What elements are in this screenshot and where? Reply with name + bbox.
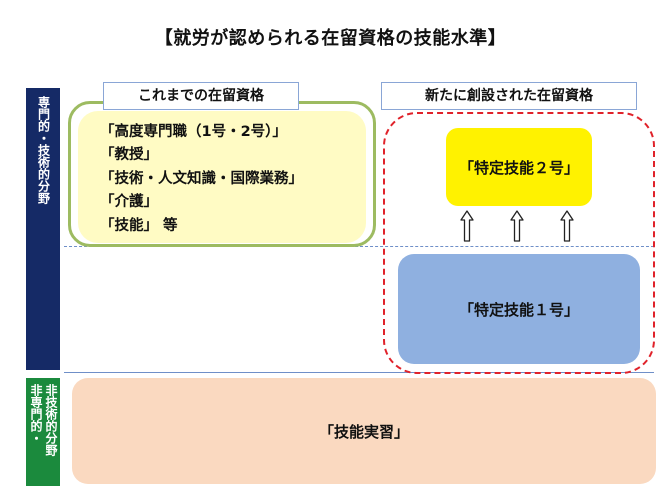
non-professional-field-label-line2: 非技術的分野 xyxy=(44,384,58,456)
up-arrow-icon xyxy=(510,210,524,242)
specified-skilled-worker-1-box: 「特定技能１号」 xyxy=(398,254,640,364)
up-arrow-icon xyxy=(560,210,574,242)
diagram-title: 【就労が認められる在留資格の技能水準】 xyxy=(154,28,507,49)
existing-status-item: 「技能」 等 xyxy=(100,217,178,234)
non-professional-field-band xyxy=(26,378,60,486)
specified-skilled-worker-2-label: 「特定技能２号」 xyxy=(458,158,579,177)
up-arrow-icon xyxy=(460,210,474,242)
technical-intern-training-label: 「技能実習」 xyxy=(318,422,409,441)
specified-skilled-worker-2-box: 「特定技能２号」 xyxy=(446,128,592,206)
existing-status-item: 「教授」 xyxy=(100,147,158,164)
existing-status-item: 「高度専門職（1号・2号）」 xyxy=(100,124,287,140)
non-professional-field-label-line1: 非専門的・ xyxy=(29,384,43,444)
professional-field-label: 専門的・技術的分野 xyxy=(36,96,51,204)
existing-status-heading: これまでの在留資格 xyxy=(103,82,299,110)
professional-field-label-wrap: 専門的・技術的分野 xyxy=(26,96,60,366)
existing-status-box xyxy=(78,111,366,243)
non-professional-field-label-wrap: 非専門的・ 非技術的分野 xyxy=(26,384,60,484)
specified-skilled-worker-1-label: 「特定技能１号」 xyxy=(458,300,579,319)
professional-field-band xyxy=(26,88,60,370)
existing-status-item: 「技術・人文知識・国際業務」 xyxy=(100,170,303,187)
new-status-dashed-frame xyxy=(383,112,655,374)
professional-threshold-dashed-line xyxy=(64,246,654,247)
existing-status-item: 「介護」 xyxy=(100,194,158,211)
new-status-heading: 新たに創設された在留資格 xyxy=(381,82,637,110)
non-professional-divider-line xyxy=(64,372,654,373)
existing-status-list: 「高度専門職（1号・2号）」 「教授」 「技術・人文知識・国際業務」 「介護」 … xyxy=(100,121,360,238)
technical-intern-training-box: 「技能実習」 xyxy=(72,378,656,484)
